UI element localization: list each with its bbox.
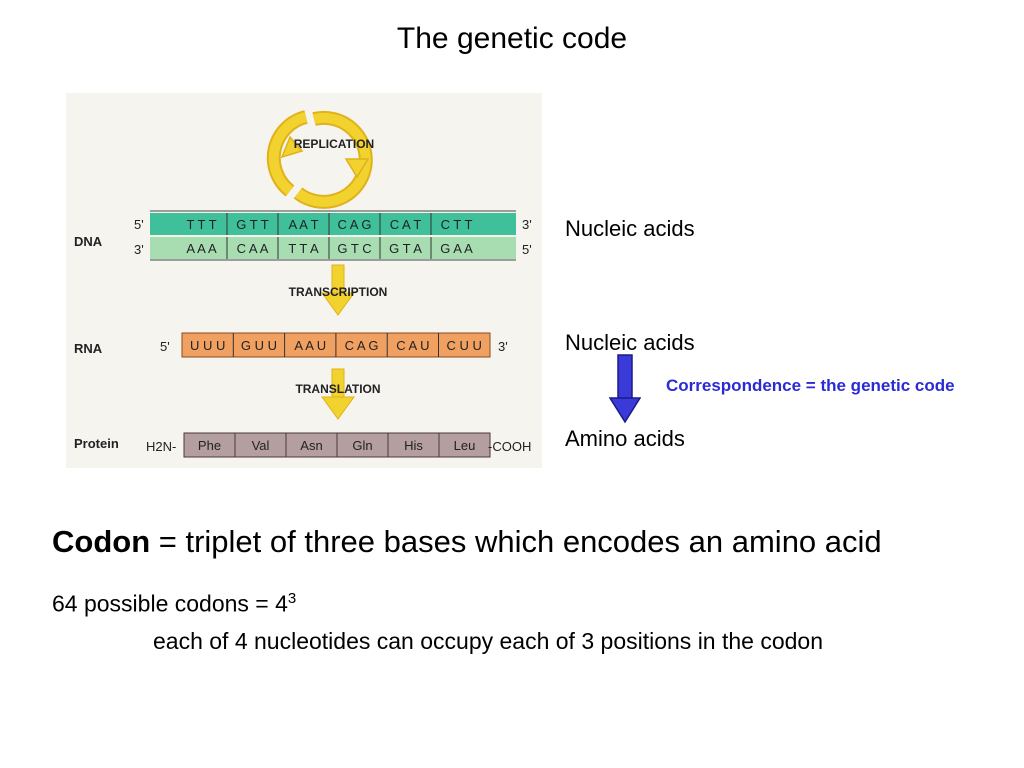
translation-label: TRANSLATION: [295, 382, 380, 396]
rna-codon: C U U: [446, 338, 481, 353]
dna-bottom-codon: G A A: [440, 241, 473, 256]
dna-top-codon: A A T: [288, 217, 318, 232]
rna-codon: A A U: [294, 338, 326, 353]
codon-count-exponent: 3: [287, 590, 297, 607]
dna-bottom-strand: [150, 237, 516, 259]
dna-row-label: DNA: [74, 234, 103, 249]
rna-codon: U U U: [190, 338, 225, 353]
codon-definition-text: = triplet of three bases which encodes a…: [150, 524, 882, 559]
rna-3prime: 3': [498, 339, 508, 354]
dna-top-codon: G T T: [236, 217, 269, 232]
translation-arrow: [321, 368, 355, 420]
codon-count: 64 possible codons = 43: [52, 590, 296, 618]
amino-acid-residue: His: [404, 438, 423, 453]
dna-bottom-codon: G T A: [389, 241, 422, 256]
amino-acids-label: Amino acids: [565, 426, 685, 451]
amino-acid-residue-box: [336, 432, 389, 458]
dna-bottom-codon: C A A: [237, 241, 269, 256]
n-terminus: H2N-: [146, 439, 176, 454]
central-dogma-diagram: REPLICATION DNA RNA Protein T T T G T T A …: [74, 110, 532, 458]
dna-top-strand: [150, 213, 516, 235]
dna-top-codon: C T T: [441, 217, 473, 232]
dna-top-codon: C A T: [390, 217, 422, 232]
amino-acid-residue: Gln: [352, 438, 372, 453]
dna-bottom-codon: A A A: [186, 241, 217, 256]
codon-term: Codon: [52, 524, 151, 559]
amino-acid-residue: Phe: [198, 438, 221, 453]
dna-bottom-5prime: 5': [522, 242, 532, 257]
transcription-label: TRANSCRIPTION: [289, 285, 388, 299]
dna-top-codon: T T T: [186, 217, 216, 232]
replication-cycle-arrow: [266, 110, 373, 209]
amino-acid-residue: Leu: [454, 438, 476, 453]
correspondence-note: Correspondence = the genetic code: [666, 376, 955, 395]
transcription-arrow: [321, 264, 355, 316]
protein-row-label: Protein: [74, 436, 119, 451]
amino-acid-residue: Asn: [300, 438, 322, 453]
rna-codon: C A U: [396, 338, 429, 353]
codon-definition: Codon = triplet of three bases which enc…: [52, 524, 882, 560]
codon-explanation: each of 4 nucleotides can occupy each of…: [153, 628, 824, 654]
dna-bottom-3prime: 3': [134, 242, 144, 257]
dna-top-5prime: 5': [134, 217, 144, 232]
down-arrow-icon: [609, 354, 641, 424]
c-terminus: -COOH: [488, 439, 531, 454]
amino-acid-residue-box: [285, 432, 338, 458]
codon-count-text: 64 possible codons = 4: [52, 590, 288, 617]
amino-acid-residue-box: [387, 432, 440, 458]
dna-top-codon: C A G: [338, 217, 372, 232]
central-dogma-figure: REPLICATION DNA RNA Protein T T T G T T A …: [66, 93, 542, 468]
amino-acid-residue: Val: [252, 438, 270, 453]
amino-acid-residue-box: [438, 432, 491, 458]
dna-top-3prime: 3': [522, 217, 532, 232]
rna-5prime: 5': [160, 339, 170, 354]
rna-codon: G U U: [241, 338, 277, 353]
dna-bottom-codon: T T A: [288, 241, 319, 256]
replication-label: REPLICATION: [294, 137, 374, 151]
slide-title: The genetic code: [396, 22, 628, 55]
amino-acid-residue-box: [234, 432, 287, 458]
nucleic-acids-label-1: Nucleic acids: [565, 216, 695, 241]
rna-row-label: RNA: [74, 341, 103, 356]
nucleic-acids-label-2: Nucleic acids: [565, 330, 695, 355]
rna-codon: C A G: [345, 338, 379, 353]
dna-bottom-codon: G T C: [337, 241, 371, 256]
